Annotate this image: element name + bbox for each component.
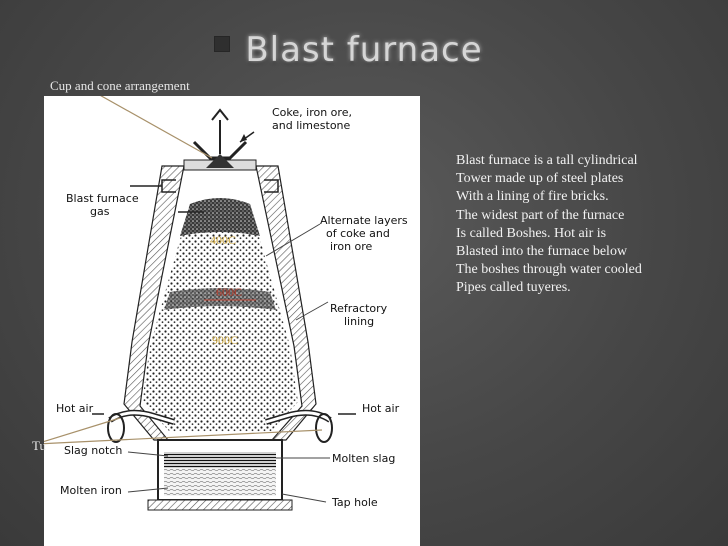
description-text: Blast furnace is a tall cylindrical Towe… <box>456 152 728 298</box>
leader-lines <box>127 223 330 503</box>
description-line: The boshes through water cooled <box>456 262 642 278</box>
label-layers-line2: of coke and <box>326 227 390 240</box>
slide-title: Blast furnace <box>245 30 483 70</box>
label-layers-line1: Alternate layers <box>320 214 408 227</box>
diagram-svg: Coke, iron ore, and limestone Blast furn… <box>44 96 408 511</box>
description-line: Pipes called tuyeres. <box>456 280 571 296</box>
description-line: Is called Boshes. Hot air is <box>456 225 607 241</box>
label-tap-hole: Tap hole <box>331 496 378 509</box>
label-hot-air-right: Hot air <box>362 402 400 415</box>
label-lining-line1: Refractory <box>330 302 388 315</box>
blast-furnace-diagram: Coke, iron ore, and limestone Blast furn… <box>44 96 420 546</box>
caption-tuyeres-partial: Tu <box>32 438 46 453</box>
description-line: With a lining of fire bricks. <box>456 189 609 205</box>
description-line: The widest part of the furnace <box>456 207 625 223</box>
tuyere-pipes <box>107 409 333 443</box>
label-gas-line1: Blast furnace <box>66 192 139 205</box>
annotation-arrows <box>44 96 323 445</box>
description-line: Blast furnace is a tall cylindrical <box>456 153 638 168</box>
label-feed-line2: and limestone <box>272 119 351 132</box>
furnace-charge <box>142 198 298 432</box>
temperature-900: 900C <box>212 333 238 347</box>
label-molten-iron: Molten iron <box>60 484 122 497</box>
flow-arrows <box>92 131 356 415</box>
description-line: Tower made up of steel plates <box>456 171 624 187</box>
label-lining-line2: lining <box>344 315 374 328</box>
caption-cup-and-cone: Cup and cone arrangement <box>50 78 190 93</box>
description-line: Blasted into the furnace below <box>456 244 628 260</box>
label-layers-line3: iron ore <box>330 240 373 253</box>
hearth <box>147 439 293 511</box>
label-gas-line2: gas <box>90 205 110 218</box>
label-hot-air-left: Hot air <box>56 402 94 415</box>
decorative-square <box>214 36 230 52</box>
temperature-400: 400C <box>210 233 236 247</box>
label-feed-line1: Coke, iron ore, <box>272 106 352 119</box>
temperature-600: 600C <box>216 285 242 299</box>
label-molten-slag: Molten slag <box>332 452 395 465</box>
label-slag-notch: Slag notch <box>64 444 122 457</box>
